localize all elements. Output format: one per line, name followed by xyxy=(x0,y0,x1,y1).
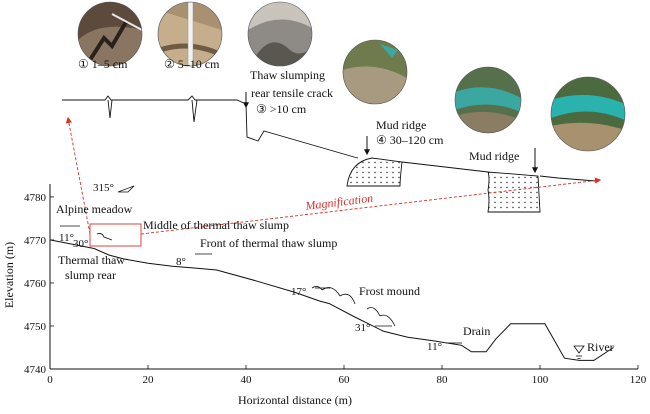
slump-rear-scarp xyxy=(96,233,113,241)
photo-3-crack xyxy=(248,2,312,66)
x-tick-label: 80 xyxy=(437,374,449,386)
ground-profile-line xyxy=(49,239,614,361)
drain-label: Drain xyxy=(463,324,490,338)
photo-net xyxy=(455,87,521,112)
middle-slump-label: Middle of thermal thaw slump xyxy=(143,218,289,232)
mud-ridge-5-title: Mud ridge xyxy=(469,149,519,163)
angle-17: 17° xyxy=(291,286,306,298)
photo-mud xyxy=(343,66,407,104)
x-tick-label: 100 xyxy=(532,374,549,386)
photo-net xyxy=(380,44,398,58)
slump-rear-label-1: Thermal thaw xyxy=(58,253,125,267)
aspect-arrow-icon xyxy=(117,185,135,193)
magnification-arrow-right xyxy=(140,177,602,235)
aspect-label: 315° xyxy=(93,182,114,194)
magnification-box xyxy=(89,223,142,247)
aspect-marker: 315° xyxy=(93,182,135,194)
mud-ridge-4-title: Mud ridge xyxy=(376,118,426,132)
crack-3-label: ③>10 cm xyxy=(256,102,307,116)
alpine-meadow-label: Alpine meadow xyxy=(56,202,133,216)
frost-mound-4 xyxy=(366,307,381,317)
photo-ruler xyxy=(111,13,142,31)
angle-8: 8° xyxy=(176,256,186,268)
photo-ruler xyxy=(187,2,194,66)
angle-11-bottom: 11° xyxy=(427,341,442,353)
magnified-ground-segment xyxy=(401,161,489,173)
crack-1-shape xyxy=(107,99,113,119)
photo-mud xyxy=(551,122,625,151)
angle-30: 30° xyxy=(73,238,88,250)
x-tick-label: 60 xyxy=(339,374,351,386)
photo-1-frame xyxy=(77,1,143,67)
magnified-profile xyxy=(62,95,597,213)
y-tick-label: 4780 xyxy=(24,192,47,204)
y-axis-title: Elevation (m) xyxy=(2,242,16,308)
photo-1-crack xyxy=(78,2,142,66)
photo-crack xyxy=(88,20,128,62)
photo-5-frame xyxy=(454,66,522,134)
photo-6-mud-ridge xyxy=(551,77,625,151)
x-tick-label: 40 xyxy=(241,374,253,386)
slump-rear-label-2: slump rear xyxy=(65,268,116,282)
photo-crack xyxy=(252,42,312,66)
frost-mound-5 xyxy=(379,314,396,327)
water-level-icon xyxy=(573,345,585,359)
crack-2-shape xyxy=(191,99,198,123)
x-tick-label: 120 xyxy=(630,374,647,386)
photo-5-mud-ridge xyxy=(455,67,521,133)
photo-4-mud-ridge xyxy=(343,40,407,104)
photo-6-frame xyxy=(550,76,626,152)
frost-mound-2 xyxy=(321,287,341,297)
frost-mound-label: Frost mound xyxy=(359,284,420,298)
crack-3-title-1: Thaw slumping xyxy=(250,68,325,82)
frost-mound-3 xyxy=(339,293,356,305)
angle-31: 31° xyxy=(355,322,370,334)
x-tick-label: 20 xyxy=(143,374,155,386)
photo-sky xyxy=(248,2,312,30)
x-tick-label: 0 xyxy=(47,374,53,386)
photo-4-frame xyxy=(342,39,408,105)
crack-3-title-2: rear tensile crack xyxy=(251,86,333,100)
axes: 0 20 40 60 80 100 120 4740 4750 4760 4770 4780 xyxy=(24,184,647,386)
photo-2-frame xyxy=(157,1,223,67)
photo-3-frame xyxy=(247,1,313,67)
frost-mound-1 xyxy=(311,286,323,291)
magnified-ground-tail xyxy=(539,175,597,182)
river-label: River xyxy=(587,340,614,354)
magnified-ground-line xyxy=(62,95,359,159)
photo-mud xyxy=(455,111,521,133)
x-axis-title: Horizontal distance (m) xyxy=(238,393,352,407)
photo-net xyxy=(551,94,625,120)
mud-ridge-4-shape xyxy=(346,157,403,187)
photo-2-crack xyxy=(158,2,222,66)
y-tick-label: 4760 xyxy=(24,278,47,290)
mud-ridge-5-shape xyxy=(487,171,541,213)
y-tick-label: 4750 xyxy=(24,321,47,333)
magnification-arrow-left xyxy=(65,116,91,235)
slope-details xyxy=(60,225,462,344)
angle-11-top: 11° xyxy=(59,232,74,244)
y-tick-label: 4740 xyxy=(24,364,47,376)
front-slump-label: Front of thermal thaw slump xyxy=(200,236,337,250)
magnification-label: Magnification xyxy=(304,191,374,213)
y-tick-label: 4770 xyxy=(24,235,47,247)
